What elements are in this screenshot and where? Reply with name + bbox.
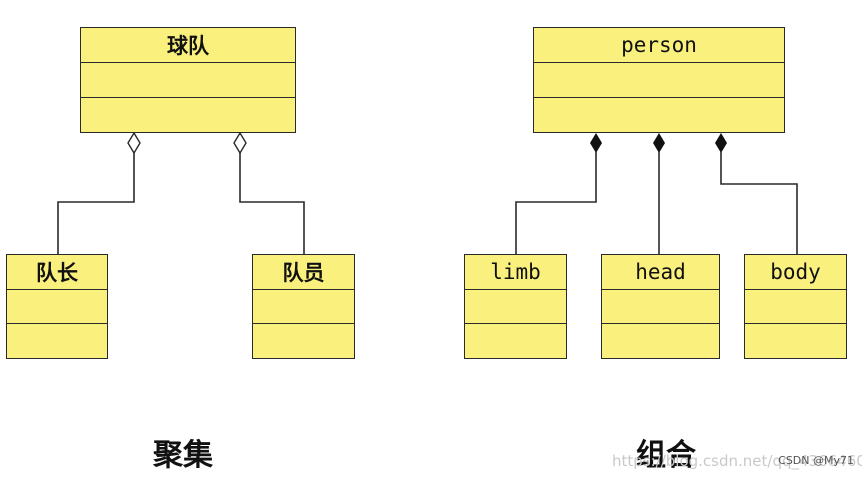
aggregation-line-member [239, 152, 305, 256]
caption-composition: 组合 [636, 438, 696, 473]
class-methods-section [745, 323, 846, 358]
class-methods-section [465, 323, 566, 358]
class-attributes-section [602, 288, 719, 324]
class-box-body: body [744, 254, 847, 359]
aggregation-line-captain [57, 152, 135, 256]
composition-diamond-head [653, 133, 665, 153]
class-attributes-section [7, 288, 107, 324]
class-box-person: person [533, 27, 785, 133]
class-box-head: head [601, 254, 720, 359]
class-name-member: 队员 [282, 260, 325, 285]
class-methods-section [7, 323, 107, 358]
class-methods-section [602, 323, 719, 358]
composition-diamond-limb [590, 133, 602, 153]
class-name-section: 队员 [253, 255, 354, 289]
class-name-person: person [621, 33, 697, 57]
class-name-section: 球队 [81, 28, 295, 62]
class-attributes-section [253, 288, 354, 324]
class-box-member: 队员 [252, 254, 355, 359]
class-name-section: limb [465, 255, 566, 289]
watermark-url: https://blog.csdn.net/qq_43664601 [612, 452, 862, 470]
class-name-section: body [745, 255, 846, 289]
class-name-limb: limb [490, 259, 541, 284]
class-attributes-section [534, 62, 784, 97]
class-box-limb: limb [464, 254, 567, 359]
class-attributes-section [745, 288, 846, 324]
class-attributes-section [81, 62, 295, 97]
caption-aggregation: 聚集 [153, 438, 213, 473]
composition-diamond-body [715, 133, 727, 153]
class-name-head: head [635, 259, 686, 284]
class-methods-section [81, 97, 295, 132]
class-attributes-section [465, 288, 566, 324]
class-name-captain: 队长 [36, 260, 78, 285]
aggregation-diamond-member [233, 131, 247, 155]
class-name-body: body [770, 259, 821, 284]
class-name-section: head [602, 255, 719, 289]
class-methods-section [534, 97, 784, 132]
class-name-section: person [534, 28, 784, 62]
class-name-team: 球队 [167, 34, 209, 58]
watermark-badge: CSDN @My71 [778, 454, 854, 467]
aggregation-diamond-captain [127, 131, 141, 155]
class-methods-section [253, 323, 354, 358]
class-name-section: 队长 [7, 255, 107, 289]
class-box-captain: 队长 [6, 254, 108, 359]
class-box-team: 球队 [80, 27, 296, 133]
composition-line-limb [515, 152, 597, 256]
composition-line-body [720, 152, 798, 256]
